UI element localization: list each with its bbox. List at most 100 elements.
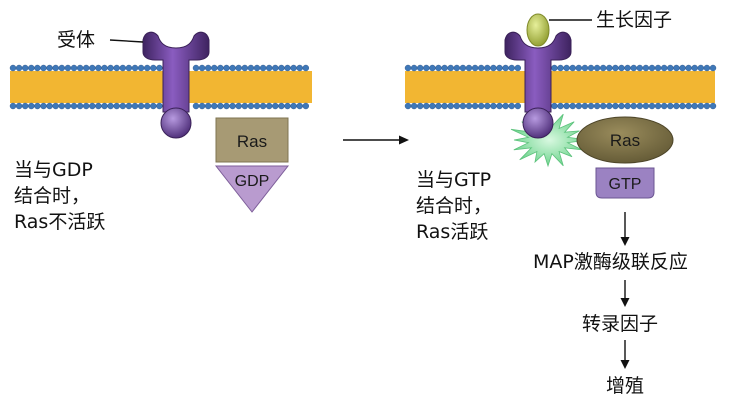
cascade-step-transcription-factor: 转录因子	[582, 313, 659, 335]
phospholipid-head	[703, 102, 711, 110]
phospholipid-head	[9, 64, 17, 72]
receptor-pointer-line	[109, 39, 144, 43]
phospholipid-head	[150, 64, 157, 72]
phospholipid-head	[290, 102, 297, 110]
phospholipid-head	[691, 64, 698, 72]
phospholipid-head	[70, 102, 78, 110]
cell-membrane-right	[404, 64, 717, 110]
growth-factor-molecule	[526, 13, 550, 47]
phospholipid-head	[569, 102, 576, 110]
phospholipid-head	[661, 64, 668, 72]
phospholipid-head	[581, 102, 589, 110]
phospholipid-head	[679, 64, 686, 72]
phospholipid-head	[266, 64, 273, 72]
phospholipid-head	[259, 102, 267, 110]
phospholipid-head	[76, 64, 84, 72]
phospholipid-head	[618, 102, 625, 110]
right-state-description: 当与GTP 结合时， Ras活跃	[416, 167, 492, 245]
phospholipid-head	[587, 102, 595, 110]
phospholipid-head	[514, 64, 521, 72]
phospholipid-head	[143, 64, 151, 72]
phospholipid-head	[435, 64, 442, 72]
phospholipid-head	[40, 64, 47, 72]
membrane-lipid-tails	[405, 71, 715, 103]
gdp-triangle: GDP	[214, 165, 290, 213]
phospholipid-head	[204, 64, 212, 72]
phospholipid-head	[272, 102, 279, 110]
phospholipid-head	[70, 64, 78, 72]
phospholipid-head	[661, 102, 668, 110]
phospholipid-head	[600, 64, 607, 72]
phospholipid-head	[113, 64, 120, 72]
phospholipid-head	[459, 102, 467, 110]
phospholipid-head	[465, 102, 473, 110]
phospholipid-head	[563, 102, 570, 110]
cascade-arrow-1	[620, 212, 630, 246]
phospholipid-head	[612, 102, 619, 110]
phospholipid-head	[471, 102, 479, 110]
phospholipid-head	[429, 102, 436, 110]
phospholipid-head	[557, 64, 564, 72]
phospholipid-head	[453, 102, 460, 110]
growth-factor-label: 生长因子	[596, 9, 673, 31]
phospholipid-head	[423, 64, 430, 72]
ras-inactive-label: Ras	[237, 132, 267, 151]
phospholipid-head	[76, 102, 84, 110]
phospholipid-head	[143, 102, 151, 110]
phospholipid-head	[211, 64, 218, 72]
gtp-box: GTP	[595, 167, 655, 199]
phospholipid-head	[667, 102, 674, 110]
phospholipid-head	[667, 64, 674, 72]
phospholipid-head	[229, 102, 236, 110]
phospholipid-head	[575, 64, 582, 72]
phospholipid-head	[204, 102, 212, 110]
phospholipid-head	[502, 102, 509, 110]
phospholipid-head	[490, 64, 497, 72]
phospholipid-head	[284, 102, 291, 110]
phospholipid-head	[496, 102, 503, 110]
left-state-line: 当与GDP	[14, 159, 93, 181]
phospholipid-head	[551, 64, 558, 72]
cell-membrane-left	[9, 64, 312, 110]
phospholipid-head	[654, 102, 662, 110]
phospholipid-head	[15, 64, 23, 72]
phospholipid-head	[435, 102, 442, 110]
phospholipid-head	[441, 64, 448, 72]
phospholipid-head	[606, 102, 613, 110]
phospholipid-head	[156, 64, 163, 72]
phospholipid-head	[478, 102, 485, 110]
phospholipid-head	[648, 102, 656, 110]
phospholipid-head	[404, 102, 412, 110]
receptor-right	[504, 31, 572, 139]
phospholipid-head	[95, 102, 102, 110]
phospholipid-head	[441, 102, 448, 110]
phospholipid-head	[508, 64, 515, 72]
phospholipid-head	[410, 102, 418, 110]
phospholipid-head	[150, 102, 157, 110]
left-state-line: Ras不活跃	[14, 211, 106, 233]
phospholipid-head	[569, 64, 576, 72]
phospholipid-head	[618, 64, 625, 72]
phospholipid-head	[247, 102, 255, 110]
phospholipid-head	[253, 64, 261, 72]
receptor-label: 受体	[57, 29, 96, 51]
phospholipid-head	[502, 64, 509, 72]
phospholipid-head	[557, 102, 564, 110]
phospholipid-head	[64, 64, 72, 72]
gdp-label: GDP	[235, 173, 270, 190]
phospholipid-head	[630, 102, 637, 110]
phospholipid-head	[137, 102, 145, 110]
phospholipid-head	[484, 102, 491, 110]
phospholipid-head	[551, 102, 558, 110]
phospholipid-head	[648, 64, 656, 72]
phospholipid-head	[284, 64, 291, 72]
phospholipid-head	[410, 64, 418, 72]
phospholipid-head	[447, 64, 454, 72]
phospholipid-head	[113, 102, 120, 110]
phospholipid-head	[587, 64, 595, 72]
phospholipid-head	[223, 64, 230, 72]
phospholipid-head	[259, 64, 267, 72]
gtp-label: GTP	[609, 176, 642, 193]
